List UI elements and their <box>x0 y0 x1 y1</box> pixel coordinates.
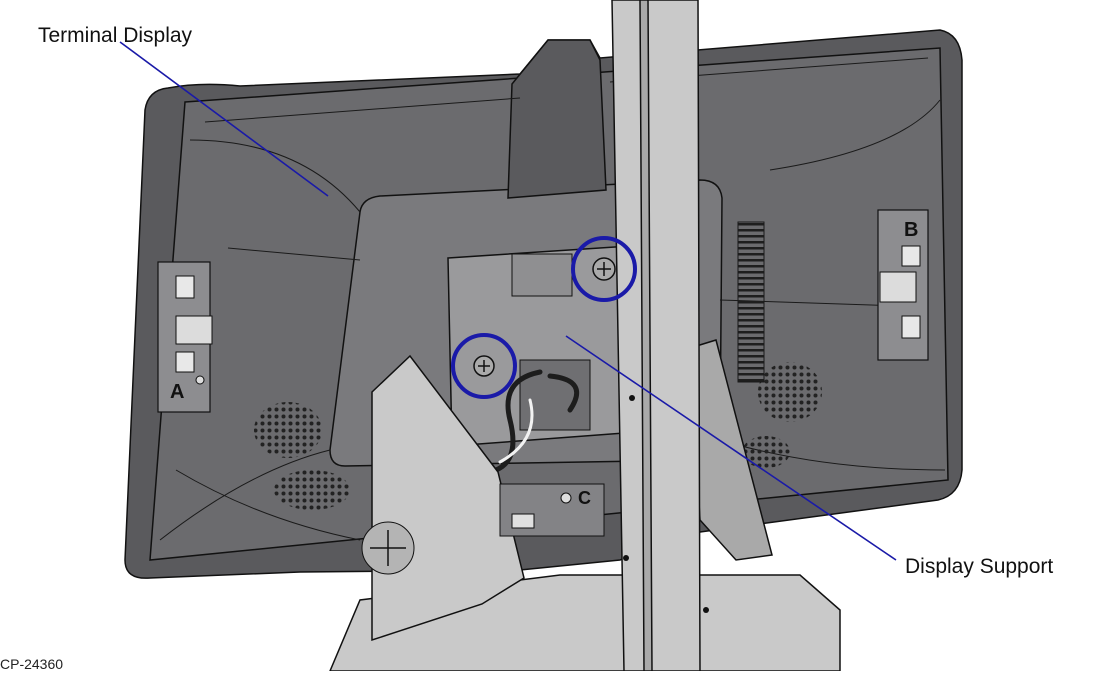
support-arm-left <box>371 354 525 642</box>
label-display-support: Display Support <box>905 555 1054 578</box>
mount-plate <box>447 243 665 447</box>
callout-ring-upper-screw <box>571 236 637 302</box>
bracket-letter-b: B <box>904 219 918 241</box>
display-top-handle <box>507 39 607 199</box>
leader-line-display-support <box>565 335 897 561</box>
bracket-a: A <box>157 261 213 413</box>
bracket-letter-a: A <box>170 381 184 403</box>
speaker-grille-icon <box>254 362 822 510</box>
bracket-letter-c: C <box>578 488 591 508</box>
bracket-b: B <box>877 209 929 361</box>
bracket-c: C <box>499 483 605 537</box>
vent-icon <box>737 221 765 383</box>
callout-ring-lower-screw <box>451 333 517 399</box>
label-terminal-display: Terminal Display <box>38 24 193 47</box>
display-contour-lines <box>159 57 946 541</box>
leader-line-terminal-display <box>119 41 329 197</box>
display-support <box>328 0 841 672</box>
cable-icon <box>493 369 580 473</box>
screw-icon <box>473 257 616 377</box>
support-column <box>611 0 701 672</box>
drawing-code: CP-24360 <box>0 656 64 672</box>
